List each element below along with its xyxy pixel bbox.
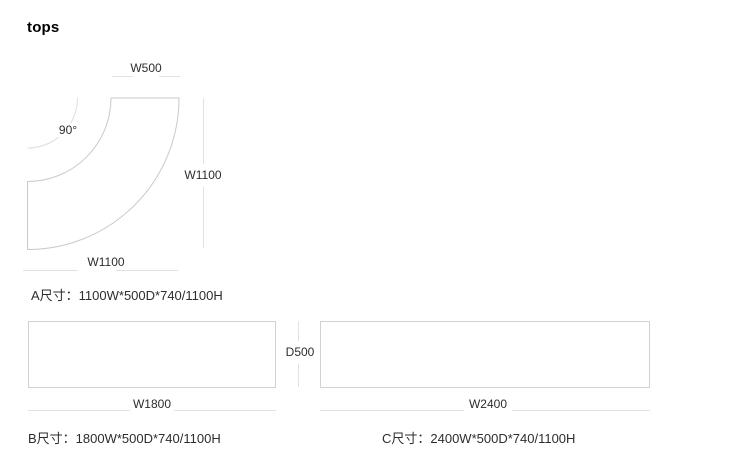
size-caption-b: B尺寸：1800W*500D*740/1100H	[28, 431, 221, 446]
dimension-label-w1100-bottom: W1100	[84, 255, 128, 269]
dimension-label-angle-90: 90°	[55, 123, 81, 137]
page-title: tops	[27, 19, 60, 36]
dimension-label-w2400: W2400	[465, 397, 511, 411]
dimension-label-w1800: W1800	[129, 397, 175, 411]
rect-top-c-outline	[320, 321, 650, 388]
curved-top-outline	[27, 97, 180, 251]
dimension-label-d500: D500	[282, 345, 318, 359]
dimension-label-w1100-right: W1100	[181, 168, 225, 182]
size-caption-a: A尺寸：1100W*500D*740/1100H	[31, 288, 223, 303]
size-caption-c: C尺寸：2400W*500D*740/1100H	[382, 431, 576, 446]
rect-top-b-outline	[28, 321, 276, 388]
dimension-label-w500: W500	[127, 61, 165, 75]
